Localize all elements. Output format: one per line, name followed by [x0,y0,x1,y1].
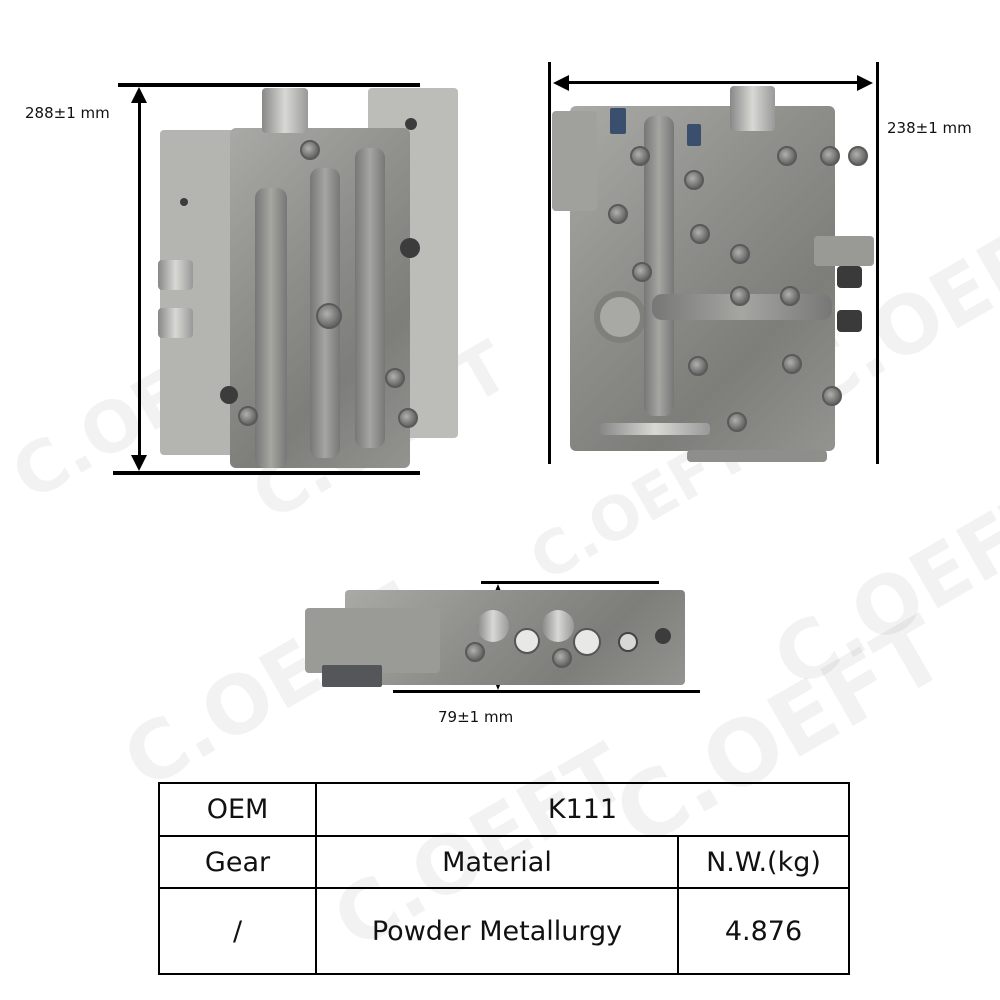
gear-value-cell: / [158,887,317,975]
front-view-photo [150,88,460,473]
height-top-line [118,83,420,87]
table-row: / Powder Metallurgy 4.876 [158,887,850,975]
spec-table: OEM K111 Gear Material N.W.(kg) / Powder… [158,782,850,975]
oem-value-cell: K111 [315,782,850,837]
arrow-down-icon [131,455,147,471]
height-bottom-line [113,471,420,475]
width-left-line [548,62,551,464]
height-dimension-label: 288±1 mm [25,104,110,122]
thickness-bottom-line [393,690,700,693]
material-header-cell: Material [315,835,679,889]
arrow-left-icon [553,75,569,91]
table-row: OEM K111 [158,782,850,837]
width-right-line [876,62,879,464]
rear-view-photo [552,86,877,471]
weight-value-cell: 4.876 [677,887,850,975]
gear-header-cell: Gear [158,835,317,889]
arrow-right-icon [857,75,873,91]
oem-label-cell: OEM [158,782,317,837]
watermark: C.OEFT [758,465,1000,708]
material-value-cell: Powder Metallurgy [315,887,679,975]
arrow-up-icon [131,87,147,103]
width-dimension-label: 238±1 mm [887,119,972,137]
thickness-top-line [481,581,659,584]
width-arrow [565,81,861,84]
table-row: Gear Material N.W.(kg) [158,835,850,889]
weight-header-cell: N.W.(kg) [677,835,850,889]
height-arrow [138,95,141,465]
side-view-photo [300,590,702,690]
thickness-dimension-label: 79±1 mm [438,708,514,726]
